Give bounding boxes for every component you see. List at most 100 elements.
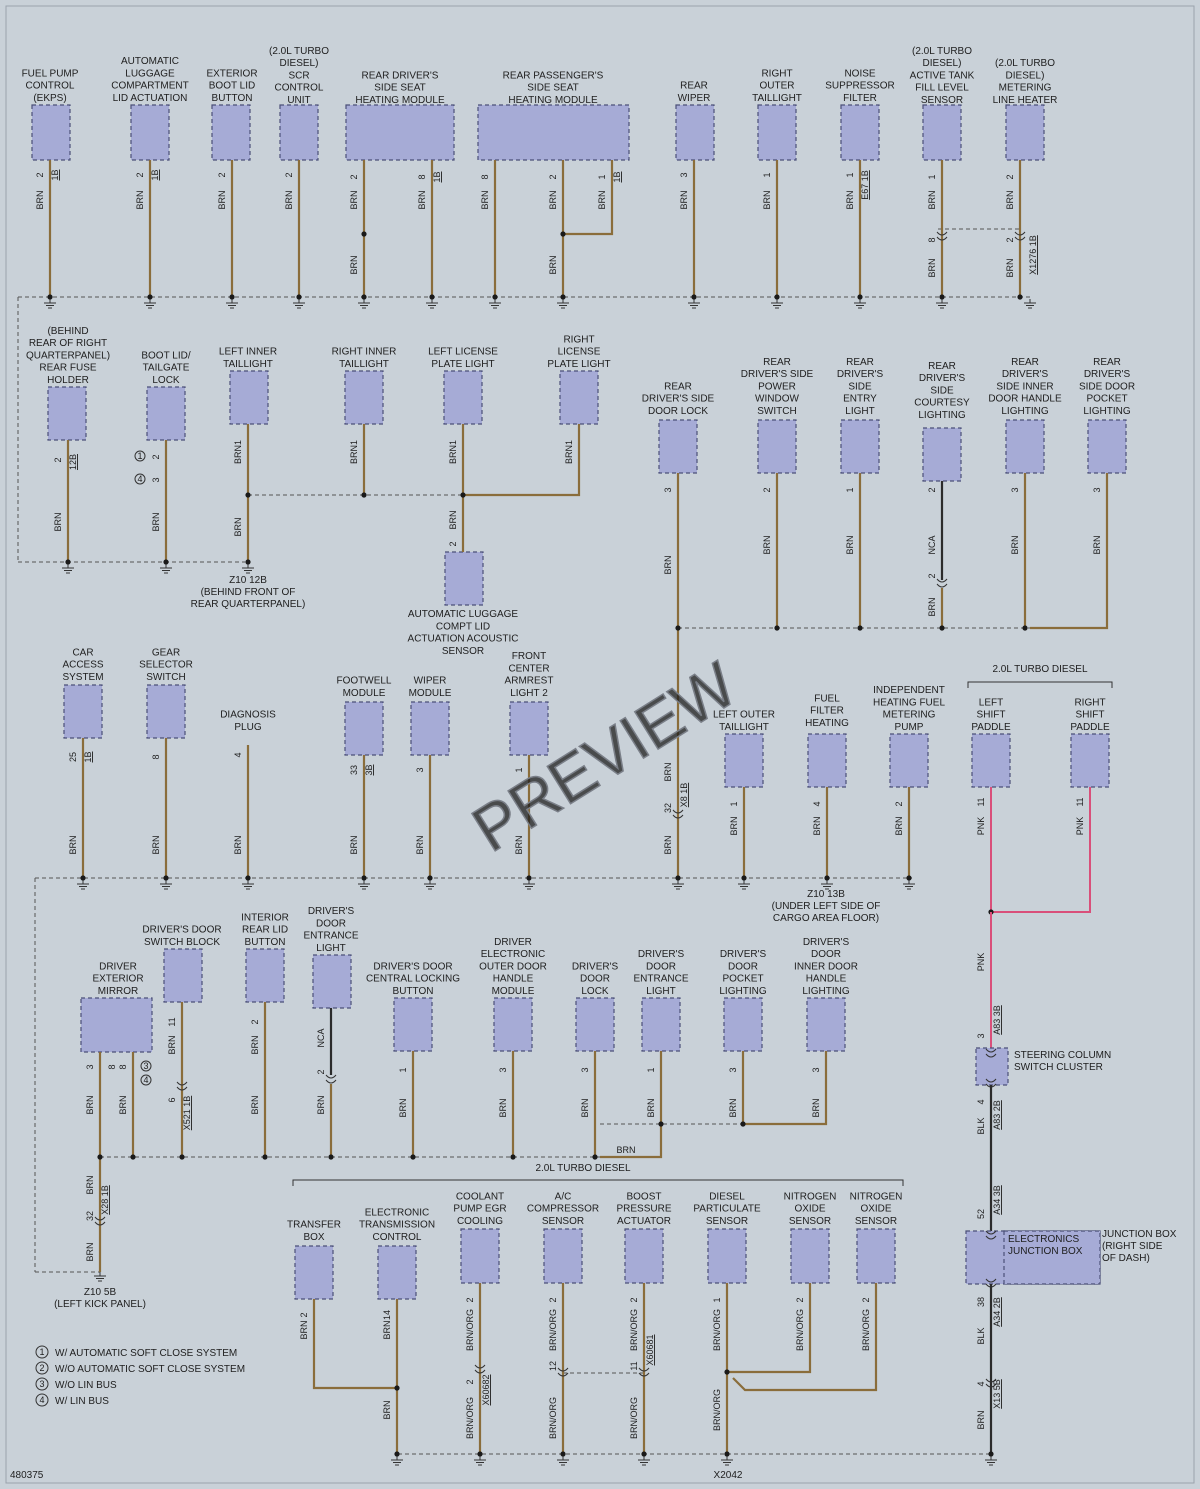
legend-item-4: 4 W/ LIN BUS (35, 1393, 109, 1407)
wire-color: BRN (1010, 535, 1020, 554)
wire (600, 1051, 663, 1159)
component-label-line: ARMREST (505, 676, 554, 687)
wire-color: NCA (927, 535, 937, 554)
wire (1030, 473, 1109, 630)
splice-dot (774, 294, 780, 300)
component-label-line: BOOT LID (209, 81, 256, 92)
component-box (724, 733, 764, 788)
svg-text:(LEFT KICK PANEL): (LEFT KICK PANEL) (54, 1299, 146, 1310)
component-label-line: STEERING COLUMN (1014, 1050, 1111, 1061)
component-label-line: (BEHIND (47, 326, 88, 337)
wire-color: BRN (349, 255, 359, 274)
component-box (790, 1228, 830, 1284)
component-label-line: DRIVER (99, 961, 137, 972)
connector-id: A34 3B (992, 1185, 1002, 1215)
wire-color: BRN (316, 1095, 326, 1114)
wire-color: BLK (976, 1327, 986, 1344)
pin-number: 1 (1075, 797, 1085, 802)
inline-connector (672, 809, 684, 819)
ground-z10-13b-label: Z10 13B (UNDER LEFT SIDE OF CARGO AREA F… (772, 889, 881, 924)
component-label-line: REAR (664, 381, 692, 392)
connector-id: A83 3B (992, 1005, 1002, 1035)
wire (312, 1299, 397, 1390)
ground-symbol (94, 1272, 106, 1282)
svg-text:4: 4 (39, 1395, 44, 1405)
wire-color: NCA (316, 1028, 326, 1047)
component-label-line: DOOR (316, 918, 346, 929)
component-box (460, 1228, 500, 1284)
splice-dot (262, 1154, 268, 1160)
wire-color: BRN (548, 190, 558, 209)
splice-dot (857, 625, 863, 631)
splice-dot (857, 294, 863, 300)
component-label-line: TAILLIGHT (719, 722, 769, 733)
pin-number: 2 (894, 801, 904, 806)
component-box (1070, 733, 1110, 788)
variant-marker (134, 450, 146, 462)
wire-color: BRN/ORG (795, 1309, 805, 1351)
wire-color: BRN (616, 1145, 635, 1155)
ground-symbol (854, 299, 866, 309)
component-label-line: SIDE (848, 381, 872, 392)
wire-color: BRN (480, 190, 490, 209)
wire-color: PNK (1075, 817, 1085, 836)
pin-number: 2 (762, 487, 772, 492)
splice-dot (296, 294, 302, 300)
component-label-line: QUARTERPANEL) (26, 350, 110, 361)
component-label-line: BOOT LID/ (141, 350, 190, 361)
component-label-line: MIRROR (98, 986, 139, 997)
pin-number: 2 (1005, 174, 1015, 179)
component-label-line: CONTROL (373, 1232, 422, 1243)
component-label-line: REAR OF RIGHT (29, 338, 107, 349)
inline-connector (638, 1367, 650, 1377)
component-label-line: DRIVER'S (1084, 369, 1131, 380)
splice-dot (245, 492, 251, 498)
component-label-line: DIAGNOSIS (220, 710, 276, 721)
component-box (807, 733, 847, 788)
component-box (444, 551, 484, 606)
variant-number: 1 (137, 451, 142, 461)
component-label-line: DOOR LOCK (648, 406, 708, 417)
splice-dot (641, 1451, 647, 1457)
wire-color: BRN (728, 1098, 738, 1117)
svg-text:(BEHIND FRONT OF: (BEHIND FRONT OF (201, 587, 296, 598)
component-label-line: DRIVER'S DOOR (142, 925, 221, 936)
component-label-line: ACTUATION ACOUSTIC (408, 634, 519, 645)
component-label-line: SENSOR (855, 1216, 897, 1227)
component-label-line: (2.0L TURBO (912, 46, 972, 57)
component-label-line: DOOR (646, 961, 676, 972)
wire-color: BRN (597, 190, 607, 209)
component-label-line: ACTUATOR (617, 1216, 671, 1227)
pin-number: 3 (1010, 487, 1020, 492)
splice-dot (906, 875, 912, 881)
component-box (707, 1228, 747, 1284)
connector-id: X521 1B (182, 1096, 192, 1131)
svg-text:W/ AUTOMATIC SOFT CLOSE SYSTEM: W/ AUTOMATIC SOFT CLOSE SYSTEM (55, 1348, 237, 1359)
component-label-line: FRONT (512, 651, 546, 662)
ground-symbol (391, 1456, 403, 1466)
component-label-line: REAR (846, 357, 874, 368)
pin-number: 1 (845, 172, 855, 177)
component-label-line: A/C (555, 1191, 572, 1202)
component-box (146, 684, 186, 739)
inline-connector (325, 1074, 337, 1084)
ground-symbol (242, 564, 254, 574)
component-label-line: SELECTOR (139, 660, 193, 671)
ground-symbol (688, 299, 700, 309)
component-box (624, 1228, 664, 1284)
component-box (443, 370, 483, 425)
component-box (377, 1245, 417, 1300)
pin-number: 3 (498, 1067, 508, 1072)
wire-color: BRN (382, 1400, 392, 1419)
component-label-line: FUEL (814, 693, 840, 704)
